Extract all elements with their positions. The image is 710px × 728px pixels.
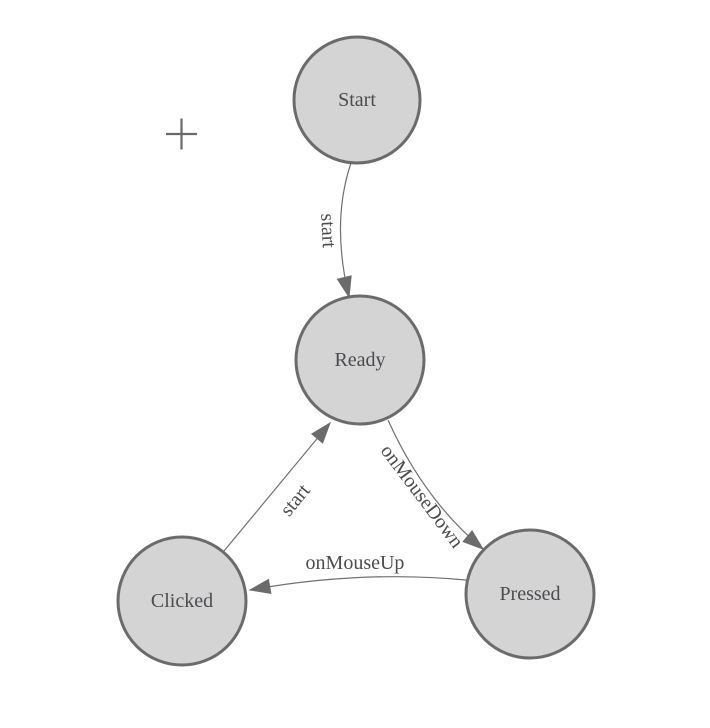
node-ready-label: Ready [334, 349, 385, 371]
nodes-layer: Start Ready Clicked Pressed [116, 35, 596, 667]
node-pressed[interactable]: Pressed [464, 528, 596, 660]
edge-line-pressed-to-clicked[interactable] [248, 576, 467, 594]
node-start[interactable]: Start [292, 35, 422, 165]
edge-label-pressed-to-clicked: onMouseUp [306, 552, 405, 574]
edge-ready-to-pressed[interactable]: onMouseDown [376, 419, 485, 553]
edge-clicked-to-ready[interactable]: start [223, 421, 331, 552]
edge-line-ready-to-pressed[interactable] [387, 419, 485, 550]
node-clicked-circle[interactable] [116, 535, 248, 667]
node-start-label: Start [338, 89, 376, 111]
node-pressed-circle[interactable] [464, 528, 596, 660]
edge-start-to-ready[interactable]: start [316, 162, 352, 299]
node-ready[interactable]: Ready [294, 294, 426, 426]
node-start-circle[interactable] [292, 35, 422, 165]
edge-label-clicked-to-ready: start [276, 480, 315, 521]
plus-crosshair-icon [166, 118, 197, 150]
node-pressed-label: Pressed [499, 583, 560, 605]
edge-line-start-to-ready[interactable] [336, 162, 352, 299]
node-ready-circle[interactable] [294, 294, 426, 426]
edge-line-clicked-to-ready[interactable] [223, 421, 331, 552]
edge-label-start-to-ready: start [316, 213, 340, 249]
node-clicked[interactable]: Clicked [116, 535, 248, 667]
edge-label-ready-to-pressed: onMouseDown [376, 441, 468, 553]
edge-pressed-to-clicked[interactable]: onMouseUp [248, 552, 467, 594]
node-clicked-label: Clicked [151, 590, 213, 612]
